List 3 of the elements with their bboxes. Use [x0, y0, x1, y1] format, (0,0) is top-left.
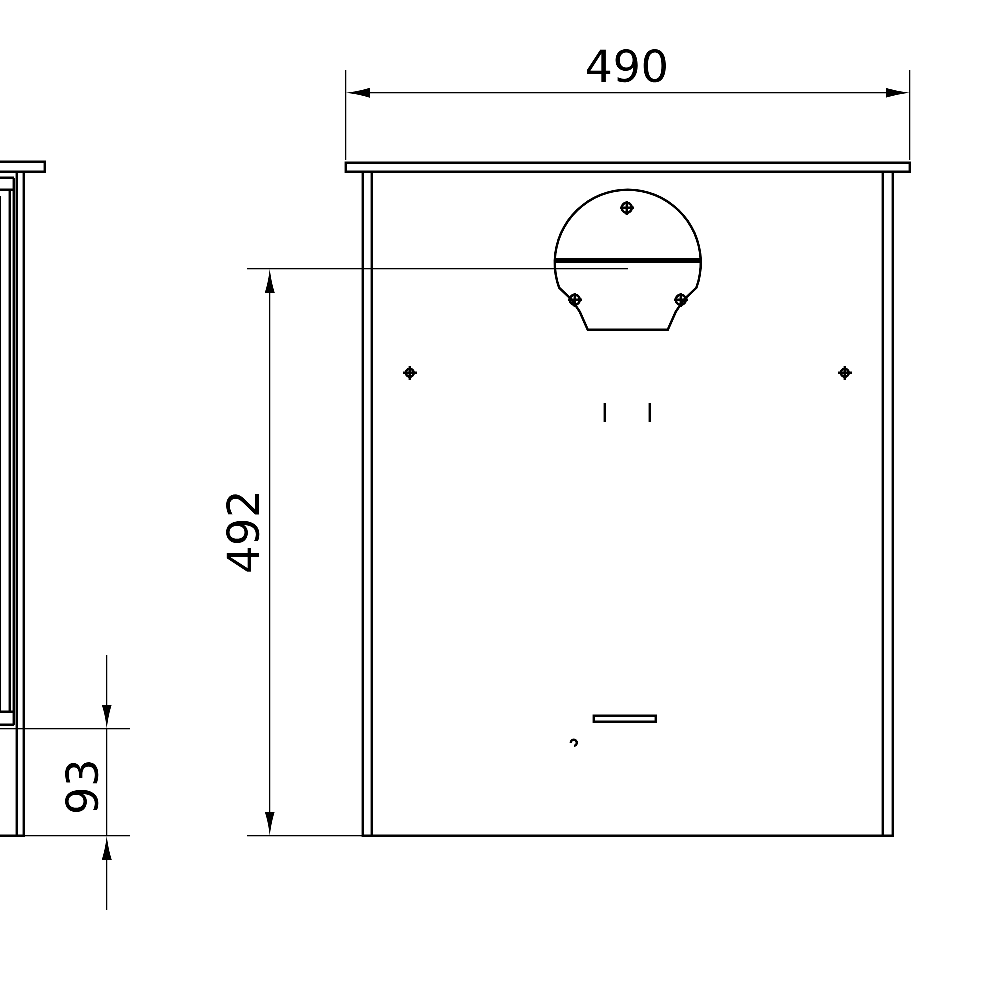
dimension-label: 93	[65, 762, 99, 812]
dimension-label: 490	[587, 49, 666, 83]
dimension-label: 492	[226, 494, 260, 572]
